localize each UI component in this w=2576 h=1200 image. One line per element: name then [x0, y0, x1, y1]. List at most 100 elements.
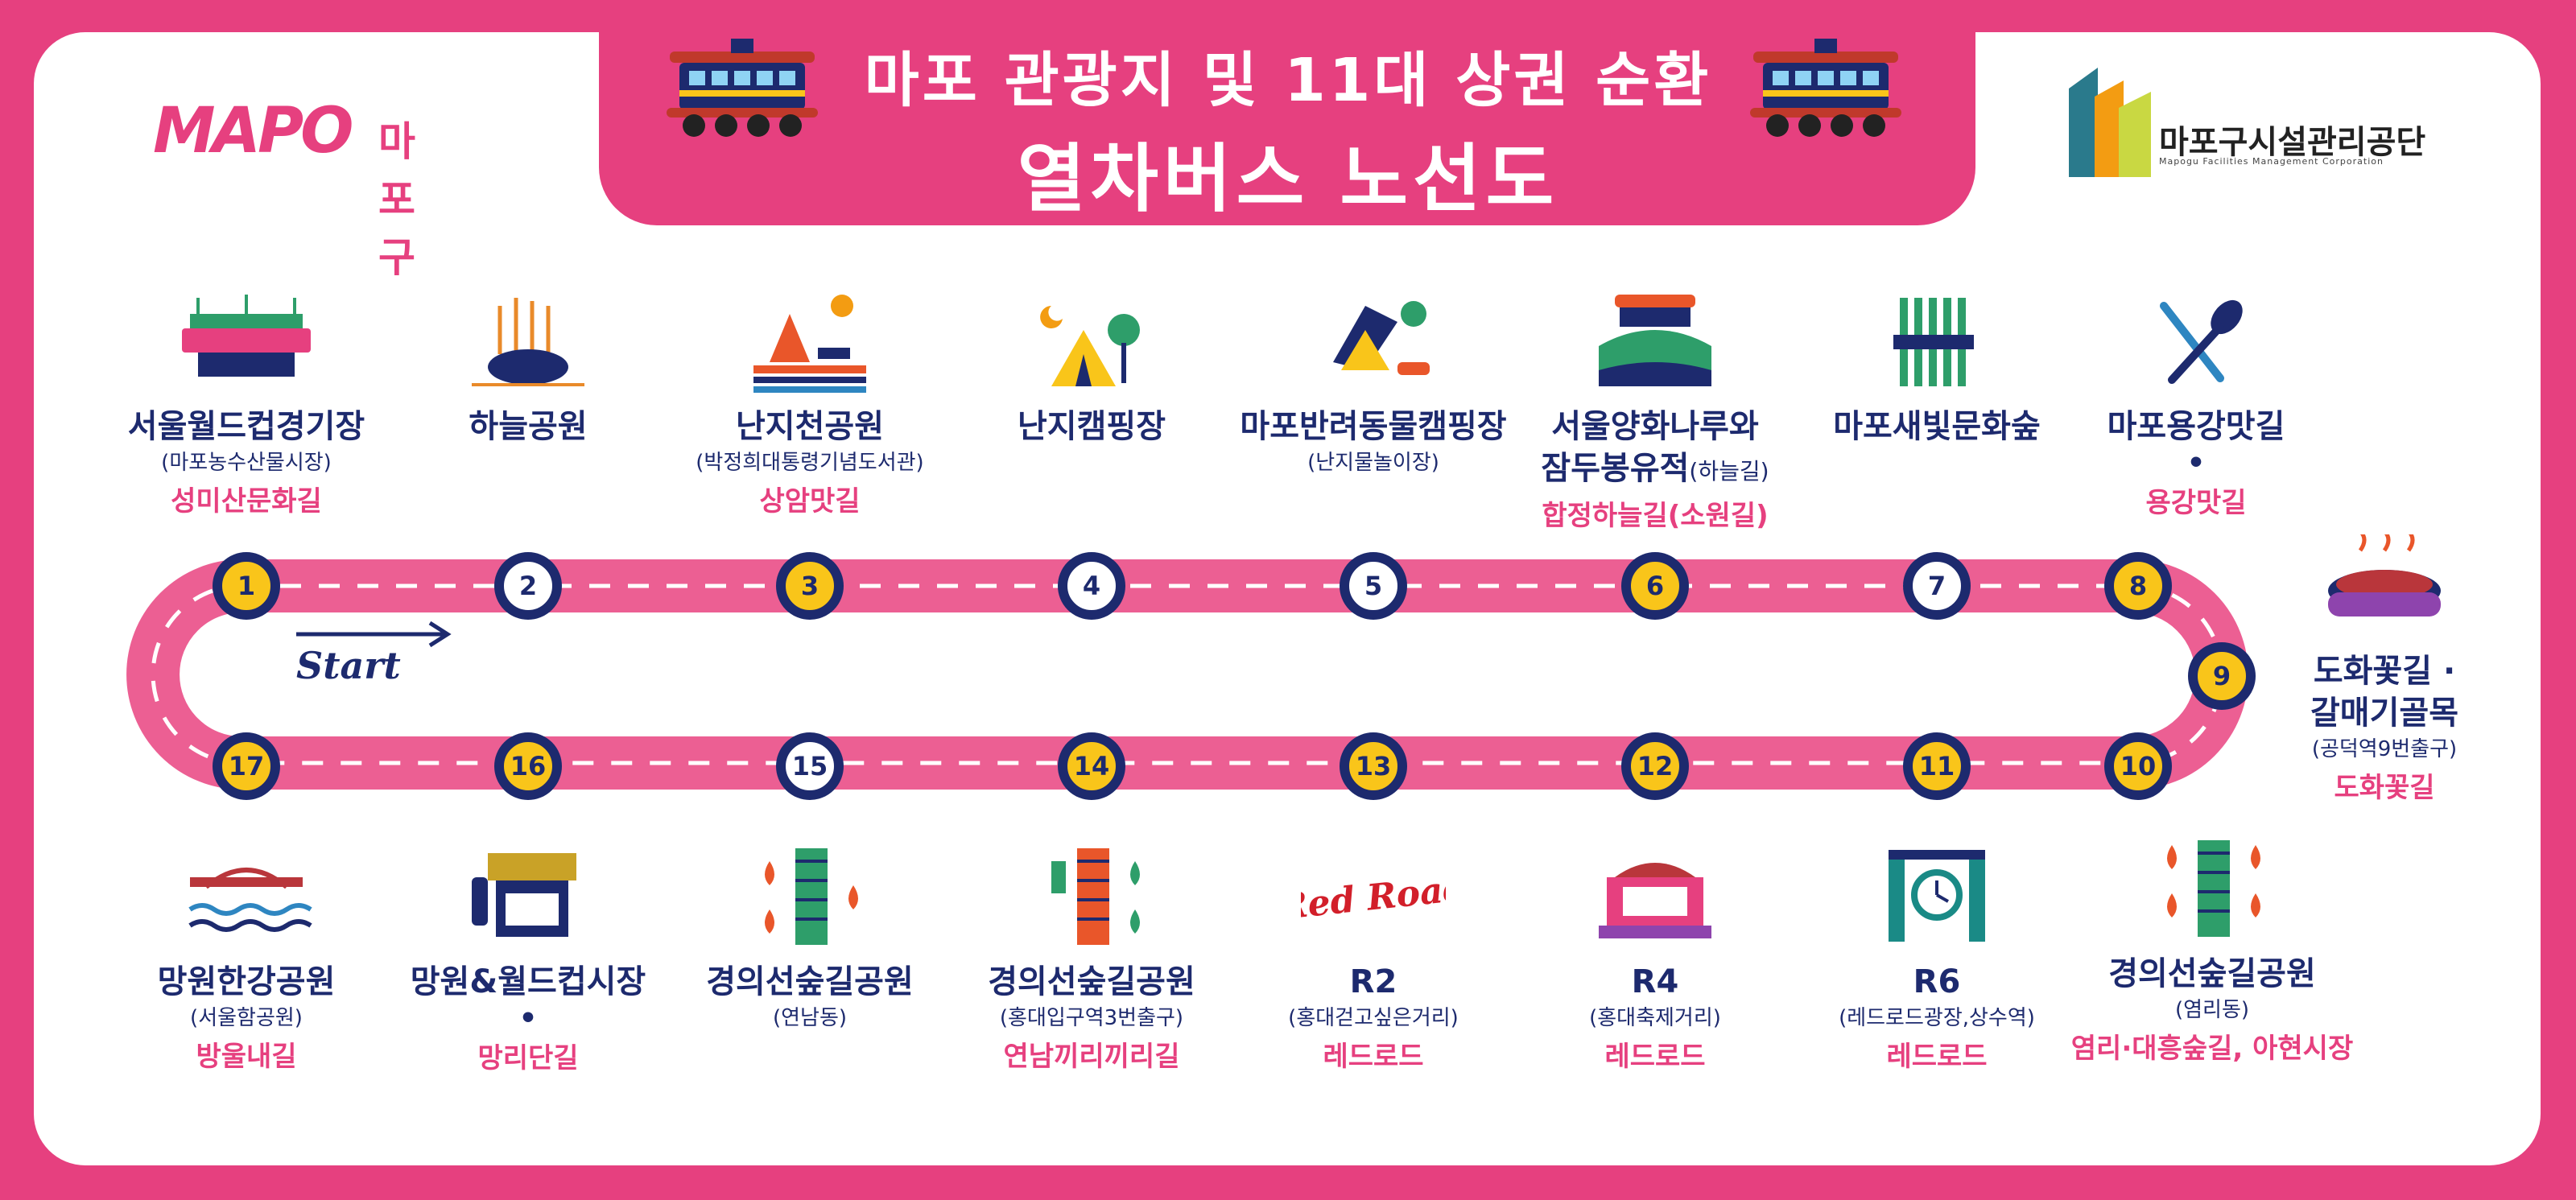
- poi-stop-5: 마포반려동물캠핑장 (난지물놀이장): [1228, 290, 1518, 478]
- poi-sub: (마포농수산물시장): [161, 451, 332, 475]
- poi-name-2: 잠두봉유적: [1541, 450, 1690, 487]
- poi-name: 하늘공원: [469, 408, 588, 445]
- poi-stop-17: 망원한강공원 (서울함공원) 방울내길: [101, 845, 391, 1080]
- poi-sub: (연남동): [772, 1006, 848, 1030]
- title-line-1: 마포 관광지 및 11대 상권 순환: [864, 46, 1712, 115]
- poi-street: 상암맛길: [759, 485, 861, 518]
- stage-icon: [1599, 863, 1711, 938]
- poi-stop-13: Red Road R2 (홍대걷고싶은거리) 레드로드: [1228, 845, 1518, 1080]
- poi-name-2-sub: (하늘길): [1689, 458, 1769, 485]
- title-line-2: 열차버스 노선도: [1017, 136, 1559, 222]
- poi-name: 경의선숲길공원: [706, 963, 914, 1000]
- poi-stop-14: 경의선숲길공원 (홍대입구역3번출구) 연남끼리끼리길: [947, 845, 1236, 1080]
- stadium-icon: [182, 295, 311, 377]
- poi-stop-1: 서울월드컵경기장 (마포농수산물시장) 성미산문화길: [101, 290, 391, 525]
- poi-name: 경의선숲길공원: [988, 963, 1195, 1000]
- route-stop-14: 14: [1058, 732, 1125, 800]
- poi-sub: (염리동): [2174, 998, 2250, 1022]
- poi-stop-9: 도화꽃길 · 갈매기골목 (공덕역9번출구) 도화꽃길: [2240, 534, 2529, 811]
- route-stop-15: 15: [776, 732, 844, 800]
- poi-stop-2: 하늘공원: [383, 290, 673, 447]
- poi-street: 연남끼리끼리길: [1003, 1041, 1180, 1073]
- poi-sub: (레드로드광장,상수역): [1839, 1006, 2035, 1030]
- poi-street: 염리·대흥숲길, 아현시장: [2070, 1033, 2354, 1065]
- camping-tent-icon: [1040, 306, 1140, 386]
- poi-street: 방울내길: [196, 1041, 297, 1073]
- poi-street: 성미산문화길: [171, 485, 322, 518]
- fork-spoon-icon: [2160, 299, 2243, 384]
- poi-sub: (난지물놀이장): [1307, 451, 1439, 475]
- poi-stop-7: 마포새빛문화숲: [1792, 290, 2082, 447]
- poi-stop-8: 마포용강맛길 • 용강맛길: [2051, 290, 2341, 526]
- poi-name: 서울양화나루와: [1551, 408, 1759, 445]
- route-stop-17: 17: [213, 732, 280, 800]
- market-icon: [472, 853, 576, 937]
- poi-street: 레드로드: [1604, 1041, 1706, 1073]
- poi-stop-6: 서울양화나루와 잠두봉유적(하늘길) 합정하늘길(소원길): [1510, 290, 1800, 539]
- poi-name: 경의선숲길공원: [2108, 955, 2316, 992]
- mapo-logo-ko: 마포구: [378, 118, 415, 281]
- train-icon: [667, 39, 818, 137]
- poi-name: 마포용강맛길: [2107, 408, 2285, 445]
- sky-park-icon: [472, 298, 584, 386]
- poi-street: 도화꽃길: [2334, 772, 2435, 804]
- poi-stop-15: 경의선숲길공원 (연남동): [665, 845, 955, 1033]
- poi-name-line-2: 갈매기골목: [2310, 695, 2458, 732]
- route-stop-1: 1: [213, 552, 280, 620]
- poi-name: R4: [1631, 963, 1679, 1000]
- fmc-building-icon: [2069, 68, 2151, 177]
- poi-stop-12: R4 (홍대축제거리) 레드로드: [1510, 845, 1800, 1080]
- poi-name: R2: [1349, 963, 1397, 1000]
- riverside-monument-icon: [1599, 295, 1711, 386]
- culture-forest-icon: [1893, 298, 1974, 386]
- poi-sub: (홍대입구역3번출구): [999, 1006, 1184, 1030]
- route-stop-10: 10: [2104, 732, 2172, 800]
- poi-name: 도화꽃길 ·: [2313, 653, 2456, 690]
- train-icon: [1750, 39, 1901, 137]
- poi-stop-11: R6 (레드로드광장,상수역) 레드로드: [1792, 845, 2082, 1080]
- park-sun-icon: [753, 295, 866, 393]
- poi-dot: •: [2186, 447, 2206, 480]
- route-stop-6: 6: [1621, 552, 1689, 620]
- route-stop-8: 8: [2104, 552, 2172, 620]
- poi-sub: (서울함공원): [190, 1006, 303, 1030]
- poi-sub: (공덕역9번출구): [2311, 737, 2458, 761]
- poi-sub: (박정희대통령기념도서관): [696, 451, 924, 475]
- bridge-river-icon: [188, 868, 312, 932]
- clock-gate-icon: [1889, 850, 1985, 942]
- pet-camping-icon: [1333, 301, 1430, 375]
- rail-trees-icon: [2167, 840, 2260, 937]
- poi-name: 난지캠핑장: [1018, 408, 1166, 445]
- poi-name: R6: [1913, 963, 1961, 1000]
- poi-street: 망리단길: [477, 1042, 579, 1074]
- rail-forest-icon: [765, 848, 858, 945]
- start-label: Start: [296, 644, 401, 687]
- poi-name: 마포반려동물캠핑장: [1240, 408, 1507, 445]
- route-stop-5: 5: [1340, 552, 1407, 620]
- fmc-subtitle: Mapogu Facilities Management Corporation: [2159, 156, 2384, 167]
- route-stop-11: 11: [1903, 732, 1971, 800]
- fmc-name: 마포구시설관리공단: [2159, 124, 2426, 161]
- poi-stop-10: 경의선숲길공원 (염리동) 염리·대흥숲길, 아현시장: [2067, 837, 2357, 1072]
- poi-street: 레드로드: [1886, 1041, 1988, 1073]
- poi-name: 마포새빛문화숲: [1833, 408, 2041, 445]
- rail-forest-exit-icon: [1051, 848, 1140, 945]
- poi-name: 서울월드컵경기장: [127, 408, 365, 445]
- poi-sub: (홍대축제거리): [1589, 1006, 1721, 1030]
- route-stop-3: 3: [776, 552, 844, 620]
- route-stop-13: 13: [1340, 732, 1407, 800]
- route-stop-2: 2: [494, 552, 562, 620]
- route-stop-7: 7: [1903, 552, 1971, 620]
- mapo-logo-en: MAPO: [153, 95, 353, 167]
- poi-name: 망원&월드컵시장: [410, 963, 646, 1000]
- poi-name-line-2: 잠두봉유적(하늘길): [1510, 447, 1800, 493]
- poi-stop-4: 난지캠핑장: [947, 290, 1236, 447]
- poi-sub: (홍대걷고싶은거리): [1288, 1006, 1459, 1030]
- header-banner: [599, 0, 1975, 225]
- poi-stop-3: 난지천공원 (박정희대통령기념도서관) 상암맛길: [665, 290, 955, 525]
- red-road-logo: Red Road: [1301, 868, 1446, 929]
- poi-street: 용강맛길: [2145, 487, 2247, 519]
- poi-name: 난지천공원: [736, 408, 884, 445]
- fmc-logo: 마포구시설관리공단 Mapogu Facilities Management C…: [2066, 64, 2444, 185]
- poi-name: 망원한강공원: [157, 963, 336, 1000]
